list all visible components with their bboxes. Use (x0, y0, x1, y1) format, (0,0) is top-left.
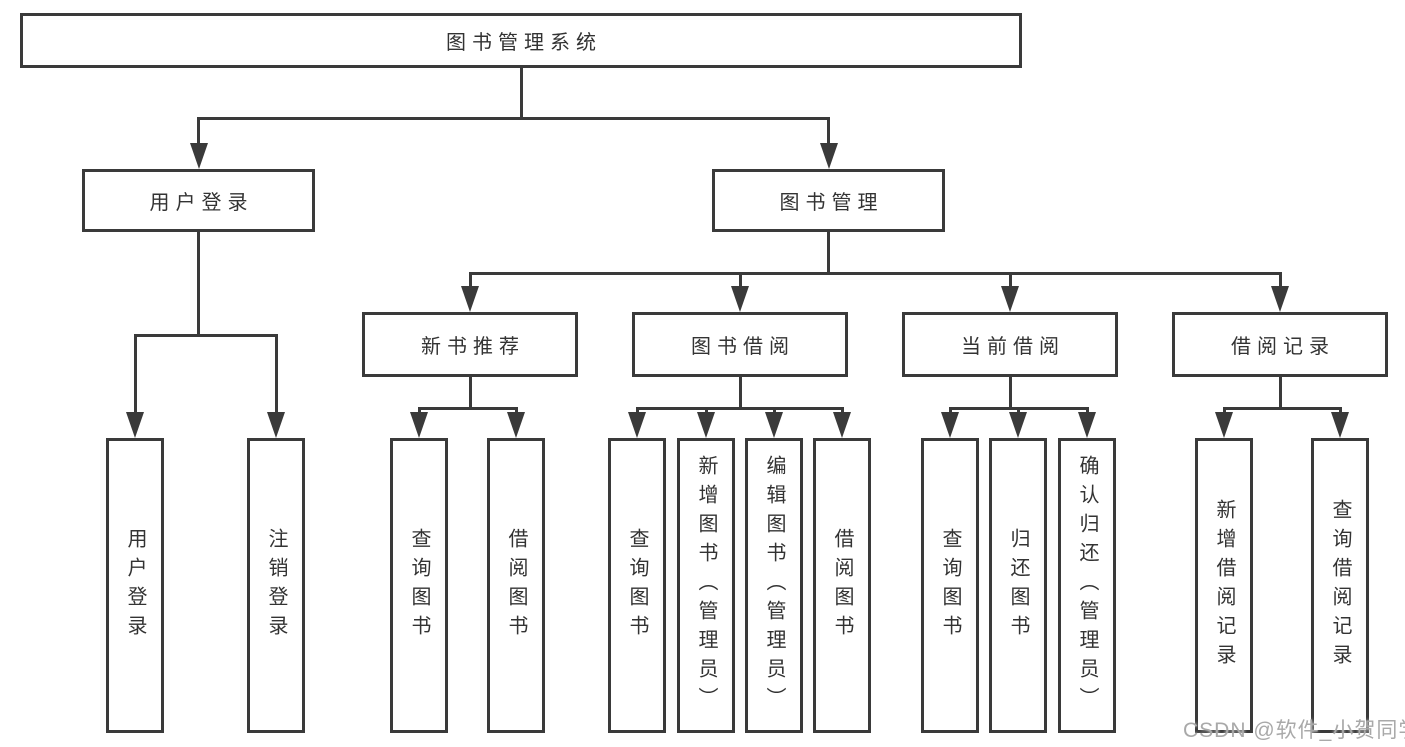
node-system: 图书管理系统 (20, 13, 1022, 68)
node-user-login: 用户登录 (82, 169, 315, 232)
node-label-system: 图书管理系统 (446, 32, 602, 54)
node-leaf-borrow-books-1: 借阅图书 (487, 438, 545, 733)
arrow-down-icon (126, 412, 144, 438)
arrow-down-icon (410, 412, 428, 438)
connector-drop-borrow-records (1278, 377, 1282, 408)
node-leaf-query-books-3: 查询图书 (921, 438, 979, 733)
arrow-down-icon (507, 412, 525, 438)
node-label-current-borrow: 当前借阅 (961, 336, 1065, 358)
arrow-down-icon (1009, 412, 1027, 438)
node-label-leaf-confirm-return: 确认归还（管理员） (1076, 455, 1098, 716)
node-borrow-records: 借阅记录 (1172, 312, 1388, 377)
connector-drop-user-login (197, 232, 200, 335)
node-label-leaf-return-books: 归还图书 (1007, 527, 1029, 644)
connector-stem-leaf-confirm-return (1085, 408, 1089, 412)
arrow-down-icon (731, 286, 749, 312)
connector-stem-leaf-logout (274, 335, 278, 412)
connector-stem-leaf-add-borrow-record (1222, 408, 1226, 412)
node-leaf-query-borrow-record: 查询借阅记录 (1311, 438, 1369, 733)
connector-stem-user-login (197, 118, 200, 143)
arrow-down-icon (833, 412, 851, 438)
arrow-down-icon (1215, 412, 1233, 438)
node-leaf-borrow-books-2: 借阅图书 (813, 438, 871, 733)
connector-stem-book-borrow (738, 273, 742, 286)
node-label-leaf-query-books-2: 查询图书 (626, 527, 648, 644)
node-leaf-logout: 注销登录 (247, 438, 305, 733)
node-leaf-query-books-1: 查询图书 (390, 438, 448, 733)
connector-stem-leaf-query-books-1 (417, 408, 421, 412)
node-label-leaf-logout: 注销登录 (265, 527, 287, 644)
node-label-leaf-query-borrow-record: 查询借阅记录 (1329, 498, 1351, 673)
node-new-book-recommend: 新书推荐 (362, 312, 578, 377)
node-label-leaf-query-books-1: 查询图书 (408, 527, 430, 644)
arrow-down-icon (461, 286, 479, 312)
arrow-down-icon (267, 412, 285, 438)
node-book-management: 图书管理 (712, 169, 945, 232)
connector-drop-current-borrow (1008, 377, 1012, 408)
connector-drop-book-borrow (738, 377, 742, 408)
connector-stem-leaf-borrow-books-2 (840, 408, 844, 412)
arrow-down-icon (189, 143, 208, 169)
connector-rail-new-book-recommend (417, 406, 518, 410)
node-label-book-borrow: 图书借阅 (691, 336, 795, 358)
connector-stem-leaf-user-login (133, 335, 137, 412)
node-current-borrow: 当前借阅 (902, 312, 1118, 377)
connector-rail-book-borrow (635, 406, 844, 410)
connector-stem-book-management (827, 118, 830, 143)
node-leaf-return-books: 归还图书 (989, 438, 1047, 733)
node-leaf-query-books-2: 查询图书 (608, 438, 666, 733)
arrow-down-icon (765, 412, 783, 438)
node-label-leaf-edit-books: 编辑图书（管理员） (763, 455, 785, 716)
connector-stem-borrow-records (1278, 273, 1282, 286)
connector-rail-book-management (468, 271, 1282, 275)
arrow-down-icon (697, 412, 715, 438)
arrow-down-icon (1001, 286, 1019, 312)
node-leaf-add-borrow-record: 新增借阅记录 (1195, 438, 1253, 733)
connector-stem-leaf-add-books (704, 408, 708, 412)
node-leaf-edit-books: 编辑图书（管理员） (745, 438, 803, 733)
arrow-down-icon (1331, 412, 1349, 438)
csdn-watermark: CSDN @软件_小贺同学 (1183, 719, 1405, 742)
node-label-leaf-borrow-books-1: 借阅图书 (505, 527, 527, 644)
connector-drop-system (519, 68, 523, 118)
connector-drop-new-book-recommend (468, 377, 472, 408)
arrow-down-icon (1271, 286, 1289, 312)
connector-stem-leaf-query-books-3 (948, 408, 952, 412)
connector-stem-leaf-query-borrow-record (1338, 408, 1342, 412)
node-label-leaf-add-books: 新增图书（管理员） (695, 455, 717, 716)
node-label-book-management: 图书管理 (779, 192, 884, 214)
connector-stem-leaf-borrow-books-1 (514, 408, 518, 412)
connector-stem-new-book-recommend (468, 273, 472, 286)
node-leaf-user-login: 用户登录 (106, 438, 164, 733)
connector-rail-system (197, 116, 830, 120)
arrow-down-icon (819, 143, 838, 169)
node-book-borrow: 图书借阅 (632, 312, 848, 377)
node-leaf-add-books: 新增图书（管理员） (677, 438, 735, 733)
node-label-borrow-records: 借阅记录 (1231, 336, 1335, 358)
connector-stem-leaf-query-books-2 (635, 408, 639, 412)
arrow-down-icon (941, 412, 959, 438)
node-label-leaf-borrow-books-2: 借阅图书 (831, 527, 853, 644)
arrow-down-icon (1078, 412, 1096, 438)
connector-rail-user-login (133, 333, 278, 337)
node-label-leaf-user-login: 用户登录 (124, 527, 146, 644)
node-label-leaf-query-books-3: 查询图书 (939, 527, 961, 644)
node-leaf-confirm-return: 确认归还（管理员） (1058, 438, 1116, 733)
node-label-user-login: 用户登录 (149, 192, 254, 214)
connector-rail-borrow-records (1222, 406, 1342, 410)
connector-stem-leaf-edit-books (772, 408, 776, 412)
connector-drop-book-management (827, 232, 830, 273)
node-label-new-book-recommend: 新书推荐 (421, 336, 525, 358)
connector-stem-current-borrow (1008, 273, 1012, 286)
connector-stem-leaf-return-books (1016, 408, 1020, 412)
arrow-down-icon (628, 412, 646, 438)
node-label-leaf-add-borrow-record: 新增借阅记录 (1213, 498, 1235, 673)
